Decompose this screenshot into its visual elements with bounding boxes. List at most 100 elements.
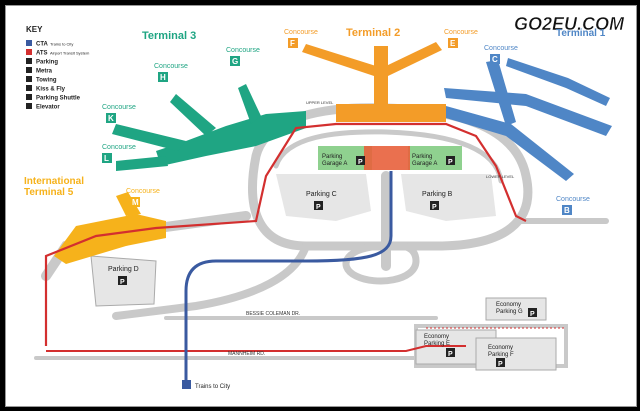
concourse-b-label: Concourse <box>556 196 590 203</box>
concourse-k: Concourse K <box>102 104 136 123</box>
economy-f-lot <box>475 337 557 371</box>
parking-icon <box>446 156 455 165</box>
concourse-h-label: Concourse <box>154 63 188 70</box>
map-canvas: GO2EU.COM Terminal 3 Terminal 2 Terminal… <box>24 14 625 390</box>
metra-icon <box>26 67 32 73</box>
concourse-b-badge <box>562 205 572 215</box>
terminal-5-building <box>54 192 166 264</box>
parking-icon <box>118 276 127 285</box>
concourse-g-letter: G <box>232 57 238 66</box>
trains-to-city-label: Trains to City <box>195 384 230 390</box>
garage-a-right-symbol: P <box>448 159 453 166</box>
cta-train-icon <box>182 380 191 389</box>
concourse-f: Concourse F <box>284 29 318 48</box>
key-item: Towing <box>26 76 57 84</box>
terminal-2-label: Terminal 2 <box>346 27 400 39</box>
airport-map: GO2EU.COM Terminal 3 Terminal 2 Terminal… <box>5 5 637 407</box>
terminal-3-label: Terminal 3 <box>142 30 196 42</box>
key-item-label: CTA <box>36 42 49 48</box>
key-item: Parking <box>26 58 58 66</box>
key-item: Kiss & Fly <box>26 85 66 93</box>
elevator-icon <box>26 103 32 109</box>
concourse-f-badge <box>288 38 298 48</box>
concourse-m-letter: M <box>132 198 139 207</box>
concourse-e-label: Concourse <box>444 29 478 36</box>
concourse-f-letter: F <box>290 39 295 48</box>
concourse-c-label: Concourse <box>484 45 518 52</box>
parking-d-label: Parking D <box>108 266 139 273</box>
economy-e-line1: Economy <box>424 334 449 340</box>
terminal-5-label-line2: Terminal 5 <box>24 187 74 198</box>
central-loop-road <box>342 241 420 285</box>
economy-f-line1: Economy <box>488 345 513 351</box>
concourse-c-letter: C <box>492 55 498 64</box>
economy-g-symbol: P <box>530 311 535 318</box>
parking-icon <box>26 58 32 64</box>
parking-icon <box>446 348 455 357</box>
ats-line <box>44 122 527 346</box>
concourse-f-label: Concourse <box>284 29 318 36</box>
garage-a-right-line1: Parking <box>412 154 432 160</box>
parking-c-lot <box>276 174 371 221</box>
parking-economy-g: Economy Parking G P <box>496 302 537 318</box>
kiss-fly-icon <box>26 85 32 91</box>
parking-icon <box>528 308 537 317</box>
terminal-1-label: Terminal 1 <box>556 28 606 39</box>
concourse-k-label: Concourse <box>102 104 136 111</box>
key-item-label: Parking <box>36 60 58 66</box>
concourse-l-label: Concourse <box>102 144 136 151</box>
concourse-m-label: Concourse <box>126 188 160 195</box>
parking-c-label: Parking C <box>306 191 337 198</box>
mannheim-label: MANNHEIM RD. <box>228 351 265 357</box>
terminal-3-building <box>112 84 306 171</box>
concourse-h-letter: H <box>160 73 166 82</box>
key-item-label: Kiss & Fly <box>36 87 66 93</box>
key-item-sublabel: Airport Transit System <box>50 51 90 56</box>
southwest-road <box>112 242 310 320</box>
parking-d: Parking D P <box>108 266 139 286</box>
economy-f-symbol: P <box>498 361 503 368</box>
bessie-coleman-label: BESSIE COLEMAN DR. <box>246 311 300 317</box>
concourse-e-letter: E <box>450 39 456 48</box>
cta-line <box>184 171 393 381</box>
parking-icon <box>496 358 505 367</box>
economy-e-symbol: P <box>448 351 453 358</box>
parking-b-lot <box>401 174 496 221</box>
concourse-m: Concourse M <box>126 188 160 207</box>
parking-icon <box>356 156 365 165</box>
concourse-g-badge <box>230 56 240 66</box>
key-item-label: Elevator <box>36 105 60 111</box>
concourse-g-label: Concourse <box>226 47 260 54</box>
garage-a-right-line2: Garage A <box>412 161 437 167</box>
parking-c-symbol: P <box>316 204 321 211</box>
ats-line-south <box>46 345 466 352</box>
upper-level-label: UPPER LEVEL <box>306 100 334 105</box>
parking-icon <box>314 201 323 210</box>
shuttle-icon <box>26 94 32 100</box>
concourse-b: Concourse B <box>556 196 590 215</box>
garage-a-left-line1: Parking <box>322 154 342 160</box>
key-item: Elevator <box>26 103 60 111</box>
concourse-l: Concourse L <box>102 144 136 163</box>
parking-economy-e: Economy Parking E P <box>424 334 455 358</box>
economy-g-line2: Parking G <box>496 309 523 315</box>
parking-b-label: Parking B <box>422 191 453 198</box>
parking-lots <box>90 146 557 371</box>
garage-a-left-line2: Garage A <box>322 161 347 167</box>
terminal-loop-road <box>248 103 533 251</box>
ats-train-icon <box>26 49 32 55</box>
concourse-h-badge <box>158 72 168 82</box>
watermark-text: GO2EU.COM <box>514 14 625 34</box>
economy-f-line2: Parking F <box>488 352 514 358</box>
concourse-e-badge <box>448 38 458 48</box>
trains-to-city: Trains to City <box>182 380 230 390</box>
parking-d-symbol: P <box>120 279 125 286</box>
concourse-k-badge <box>106 113 116 123</box>
key-item-sublabel: Trains to City <box>50 42 73 47</box>
parking-b-symbol: P <box>432 204 437 211</box>
economy-e-line2: Parking E <box>424 341 450 347</box>
concourse-l-badge <box>102 153 112 163</box>
